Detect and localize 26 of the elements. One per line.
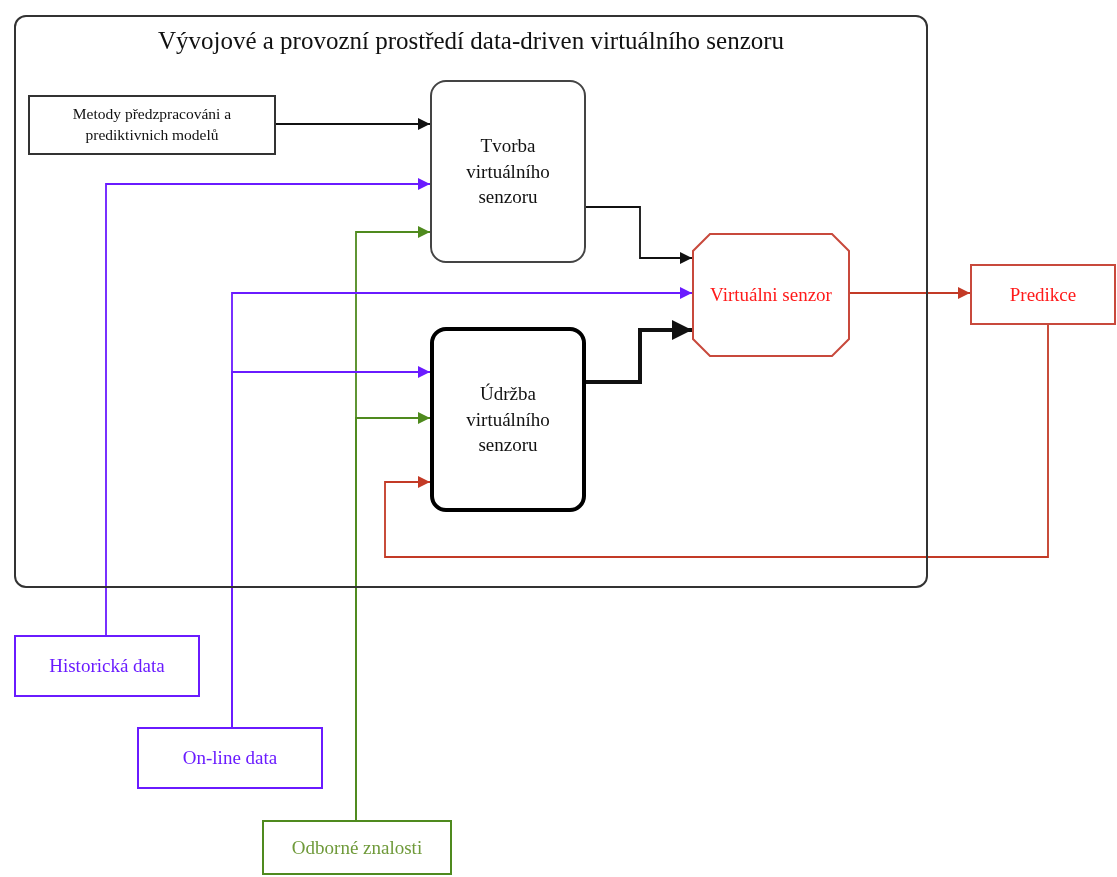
node-label: Tvorba virtuálního senzoru bbox=[465, 134, 551, 210]
node-label: Údržba virtuálního senzoru bbox=[465, 382, 551, 458]
process-box bbox=[262, 820, 452, 875]
process-box bbox=[430, 80, 586, 263]
arrow bbox=[849, 287, 971, 299]
process-box bbox=[137, 727, 323, 789]
node-label: On-line data bbox=[181, 746, 279, 771]
node-label: Predikce bbox=[1008, 282, 1078, 307]
process-box bbox=[14, 635, 200, 697]
environment-frame bbox=[14, 15, 928, 588]
node-label: Virtuálni senzor bbox=[709, 283, 833, 308]
arrow bbox=[586, 320, 692, 384]
frame-title: Vývojové a provozní prostředí data-driven virtuálního senzoru bbox=[157, 27, 785, 55]
process-box bbox=[28, 95, 276, 155]
process-box bbox=[430, 327, 586, 512]
arrow bbox=[275, 118, 431, 130]
node-label: Odborné znalosti bbox=[290, 835, 424, 860]
arrow bbox=[105, 178, 431, 636]
arrow bbox=[355, 412, 431, 821]
arrow bbox=[585, 206, 693, 264]
node-label: Historická data bbox=[48, 654, 166, 679]
node-label: Metody předzpracováni a prediktivnich modelů bbox=[71, 104, 233, 145]
octagon-node bbox=[692, 233, 850, 357]
arrow bbox=[384, 324, 1049, 558]
process-box bbox=[970, 264, 1116, 325]
arrow bbox=[231, 366, 431, 728]
